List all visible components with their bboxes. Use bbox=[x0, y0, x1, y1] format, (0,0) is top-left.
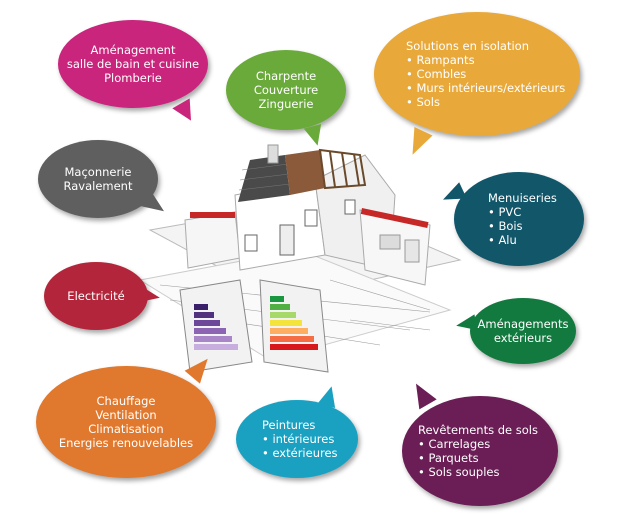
bubble-exterieurs-line-1: Aménagements bbox=[477, 317, 569, 331]
bubble-charpente-line-2: Couverture bbox=[253, 83, 319, 97]
bubble-isolation-title: Solutions en isolation bbox=[406, 39, 530, 53]
bubble-chauffage-line-2: Ventilation bbox=[95, 408, 157, 422]
house-illustration bbox=[138, 144, 462, 373]
bubble-amenagement-line-3: Plomberie bbox=[104, 71, 162, 85]
bubble-peintures-title: Peintures bbox=[262, 418, 316, 432]
bubble-peintures: Peintures • intérieures • extérieures bbox=[236, 384, 358, 478]
bubble-isolation-item-3: • Murs intérieurs/extérieurs bbox=[406, 81, 566, 95]
energy-label-dark bbox=[179, 279, 253, 373]
bubble-tail bbox=[317, 384, 341, 408]
bubble-tail bbox=[454, 314, 478, 334]
bubble-amenagement-line-1: Aménagement bbox=[90, 43, 176, 57]
bubble-menuiseries-item-3: • Alu bbox=[488, 233, 517, 247]
bubble-isolation: Solutions en isolation • Rampants • Comb… bbox=[374, 12, 580, 160]
bubble-tail bbox=[138, 286, 162, 306]
bubble-revetements-title: Revêtements de sols bbox=[418, 423, 538, 437]
bubble-chauffage-line-3: Climatisation bbox=[88, 422, 164, 436]
bubble-electricite: Electricité bbox=[44, 262, 162, 330]
bubble-charpente-line-1: Charpente bbox=[255, 69, 317, 83]
bubble-isolation-item-1: • Rampants bbox=[406, 53, 475, 67]
bubble-maconnerie: Maçonnerie Ravalement bbox=[38, 140, 170, 219]
bubble-exterieurs: Aménagements extérieurs bbox=[454, 298, 576, 364]
bubble-chauffage: Chauffage Ventilation Climatisation Ener… bbox=[36, 352, 216, 478]
bubble-menuiseries: Menuiseries • PVC • Bois • Alu bbox=[439, 172, 584, 266]
bubble-exterieurs-line-2: extérieurs bbox=[493, 331, 553, 345]
bubble-electricite-line-1: Electricité bbox=[67, 289, 125, 303]
house-model bbox=[184, 144, 431, 286]
bubble-isolation-item-4: • Sols bbox=[406, 95, 440, 109]
bubble-menuiseries-item-1: • PVC bbox=[488, 205, 522, 219]
bubble-chauffage-line-4: Energies renouvelables bbox=[58, 436, 194, 450]
bubble-revetements-item-1: • Carrelages bbox=[418, 437, 491, 451]
bubble-amenagement-line-2: salle de bain et cuisine bbox=[66, 57, 200, 71]
bubble-revetements: Revêtements de sols • Carrelages • Parqu… bbox=[402, 378, 558, 506]
bubble-peintures-item-1: • intérieures bbox=[262, 432, 335, 446]
bubble-peintures-item-2: • extérieures bbox=[262, 446, 338, 460]
bubble-amenagement: Aménagement salle de bain et cuisine Plo… bbox=[58, 20, 208, 126]
bubble-maconnerie-line-2: Ravalement bbox=[63, 179, 133, 193]
bubble-isolation-item-2: • Combles bbox=[406, 67, 467, 81]
bubble-menuiseries-title: Menuiseries bbox=[488, 191, 557, 205]
bubble-revetements-item-2: • Parquets bbox=[418, 451, 479, 465]
bubble-chauffage-line-1: Chauffage bbox=[96, 394, 156, 408]
bubble-charpente-line-3: Zinguerie bbox=[258, 97, 314, 111]
bubble-charpente: Charpente Couverture Zinguerie bbox=[226, 50, 346, 148]
bubble-maconnerie-line-1: Maçonnerie bbox=[64, 165, 132, 179]
bubble-tail bbox=[172, 98, 200, 126]
bubble-revetements-item-3: • Sols souples bbox=[418, 465, 500, 479]
bubble-menuiseries-item-2: • Bois bbox=[488, 219, 523, 233]
energy-label-color bbox=[259, 279, 329, 373]
